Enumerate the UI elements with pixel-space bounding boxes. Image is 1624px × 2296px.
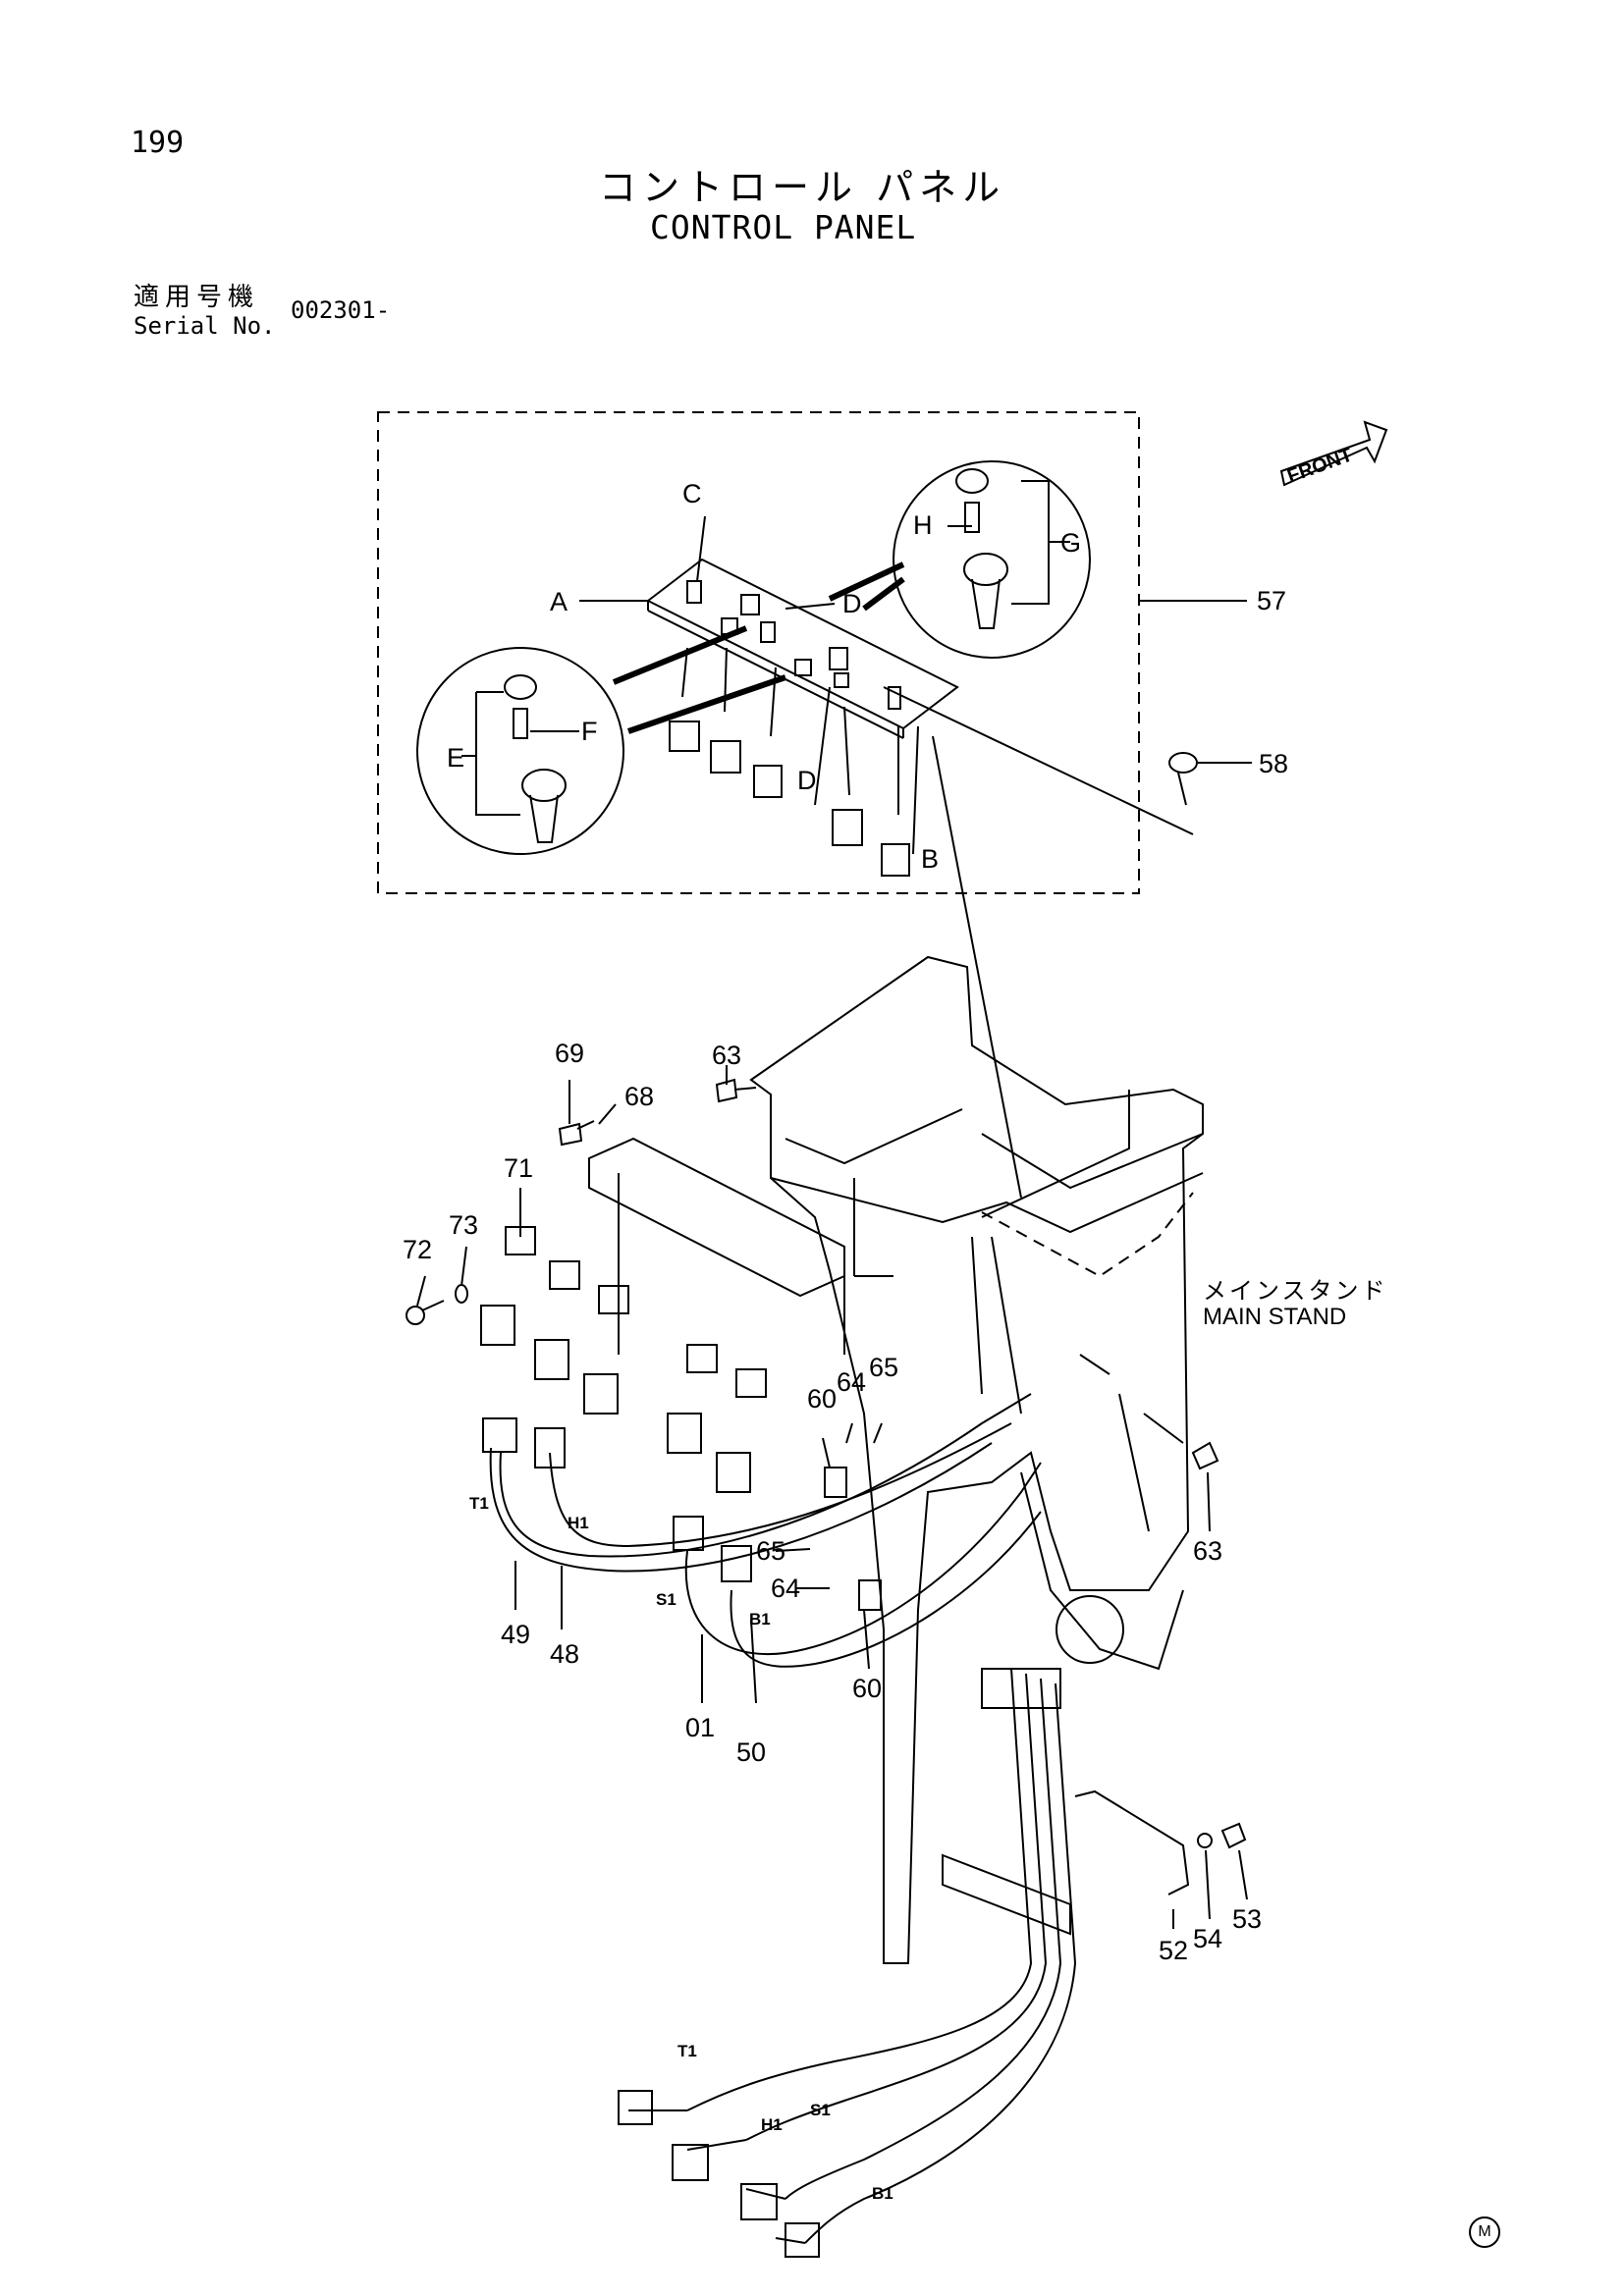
detail-letter-b: B — [921, 844, 940, 874]
part-callout-58: 58 — [1259, 749, 1289, 778]
harness-band — [981, 1668, 1061, 1709]
washer-54 — [1197, 1833, 1213, 1848]
detail-letter-g: G — [1060, 528, 1082, 558]
indicator-lamp-assembly-right — [955, 468, 1008, 629]
main-stand-label: MAIN STAND — [1203, 1304, 1347, 1330]
detail-box — [377, 411, 1140, 894]
connector-label-s1-bottom: S1 — [810, 2101, 831, 2119]
part-callout-72: 72 — [403, 1235, 433, 1264]
front-label: FRONT — [1284, 444, 1355, 487]
detail-letter-c: C — [682, 479, 702, 508]
part-callout-68: 68 — [624, 1082, 655, 1111]
clamp-60 — [824, 1467, 882, 1611]
connector-label-b1-bottom: B1 — [872, 2184, 893, 2203]
bolt-69 — [558, 1120, 595, 1147]
part-callout-52: 52 — [1159, 1936, 1189, 1965]
switch-set — [686, 580, 901, 710]
screw-72 — [406, 1300, 445, 1325]
page-title-japanese: コントロール パネル — [599, 166, 1006, 209]
part-callout-63-lower: 63 — [1193, 1536, 1223, 1566]
main-stand-frame — [749, 955, 1204, 1964]
plate-connectors — [669, 647, 910, 877]
part-callout-65-lower: 65 — [756, 1536, 786, 1566]
part-callout-64-upper: 64 — [837, 1367, 867, 1397]
part-callout-50: 50 — [736, 1737, 767, 1767]
page-title: CONTROL PANEL — [650, 208, 917, 246]
detail-circle-right — [893, 460, 1091, 659]
wire-harness — [489, 1393, 1077, 2244]
detail-letter-a: A — [550, 587, 568, 616]
part-callout-53: 53 — [1232, 1904, 1263, 1934]
control-plate — [646, 558, 959, 730]
connector-label-b1-top: B1 — [749, 1610, 771, 1629]
part-callout-01: 01 — [685, 1713, 716, 1742]
connector-label-t1-top: T1 — [469, 1494, 489, 1513]
bolt-53 — [1220, 1822, 1247, 1849]
part-callout-71: 71 — [504, 1153, 534, 1183]
serial-label: Serial No. — [134, 312, 276, 340]
connector-bracket-68 — [480, 1137, 845, 1493]
page-number: 199 — [131, 126, 185, 160]
part-callout-65-upper: 65 — [869, 1353, 899, 1382]
clamp-bracket-52 — [942, 1789, 1190, 1936]
corner-mark: M — [1469, 2216, 1500, 2248]
serial-label-japanese: 適用号機 — [134, 283, 260, 312]
part-callout-57: 57 — [1257, 586, 1287, 615]
serial-number-value: 002301- — [291, 296, 391, 324]
detail-letter-e: E — [447, 743, 465, 773]
bolt-63-lower — [1143, 1413, 1219, 1470]
part-callout-63-upper: 63 — [712, 1041, 742, 1070]
part-callout-48: 48 — [550, 1639, 580, 1669]
bolt-63-upper — [715, 1078, 757, 1103]
connector-label-t1-bottom: T1 — [677, 2042, 697, 2060]
part-callout-54: 54 — [1193, 1924, 1223, 1953]
detail-letter-f: F — [581, 717, 598, 746]
detail-letter-d-lower: D — [797, 766, 817, 795]
harness-end-connectors — [482, 1417, 820, 2258]
main-stand-label-japanese: メインスタンド — [1203, 1278, 1388, 1305]
part-callout-73: 73 — [449, 1210, 479, 1240]
part-callout-49: 49 — [501, 1620, 531, 1649]
part-callout-69: 69 — [555, 1039, 585, 1068]
connector-label-h1-top: H1 — [568, 1514, 589, 1532]
detail-circle-left — [416, 647, 624, 855]
detail-letter-h: H — [913, 510, 933, 540]
connector-label-s1-top: S1 — [656, 1590, 677, 1609]
part-callout-60-lower: 60 — [852, 1674, 883, 1703]
washer-73 — [455, 1284, 468, 1304]
connector-label-h1-bottom: H1 — [761, 2115, 783, 2134]
detail-letter-d-upper: D — [842, 589, 862, 618]
indicator-lamp-assembly-left — [504, 674, 567, 843]
part-callout-60-upper: 60 — [807, 1384, 838, 1414]
front-arrow: FRONT — [1279, 420, 1388, 488]
part-callout-64-lower: 64 — [771, 1574, 801, 1603]
screw-58 — [1168, 752, 1198, 806]
